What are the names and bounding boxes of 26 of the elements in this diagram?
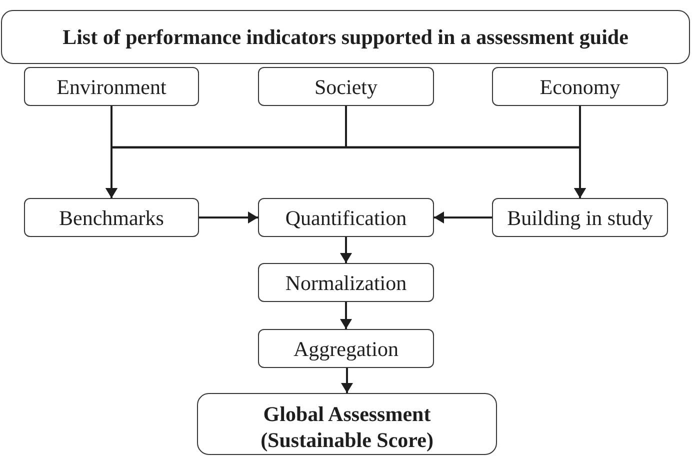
arrow: [340, 302, 352, 329]
result-box: [197, 393, 497, 455]
arrow: [341, 368, 353, 393]
arrow: [574, 106, 586, 198]
arrow: [434, 212, 492, 224]
box-label: Global Assessment (Sustainable Score): [260, 401, 434, 453]
process-box: [24, 198, 199, 237]
arrow: [340, 237, 352, 263]
category-box: [24, 67, 199, 106]
header-box: [1, 10, 690, 64]
process-box: [258, 263, 434, 302]
box-label: Normalization: [285, 270, 407, 294]
category-box: [258, 67, 434, 106]
arrow: [199, 212, 258, 224]
process-box: [258, 198, 434, 237]
process-box: [258, 329, 434, 368]
box-label: Society: [314, 74, 378, 98]
box-label: List of performance indicators supported in a assessment guide: [62, 24, 628, 50]
process-box: [492, 198, 668, 237]
box-label: Environment: [56, 74, 166, 98]
box-label: Aggregation: [294, 336, 398, 360]
category-box: [492, 67, 668, 106]
box-label: Building in study: [507, 206, 653, 230]
box-label: Benchmarks: [59, 206, 164, 230]
box-label: Economy: [540, 74, 620, 98]
box-label: Quantification: [285, 206, 407, 230]
